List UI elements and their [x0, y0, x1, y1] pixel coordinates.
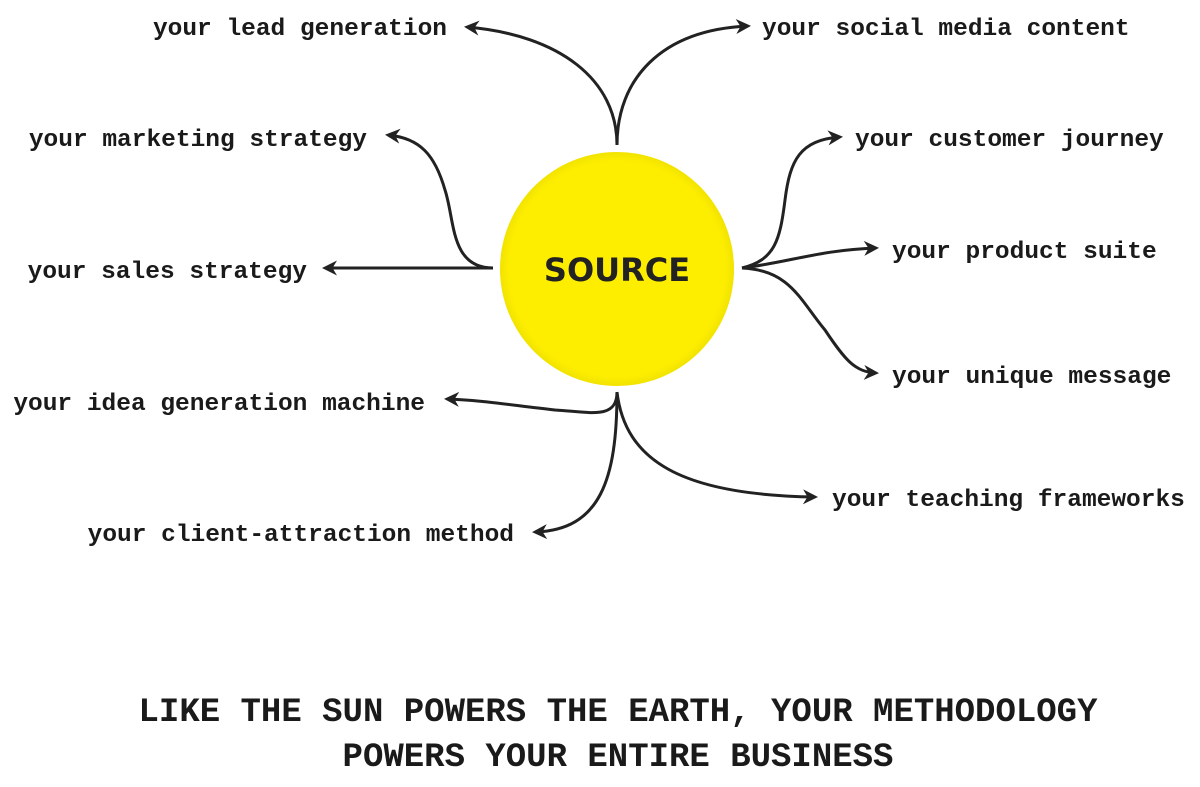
- label-teaching-frameworks: your teaching frameworks: [832, 487, 1185, 514]
- label-sales-strategy: your sales strategy: [28, 259, 308, 286]
- arrow-social-media: [615, 19, 751, 146]
- label-lead-generation: your lead generation: [153, 16, 447, 43]
- arrow-customer-journey: [741, 130, 843, 270]
- source-label: SOURCE: [544, 251, 690, 289]
- label-unique-message: your unique message: [892, 364, 1171, 391]
- arrow-idea-generation: [444, 391, 619, 415]
- caption-line-2: POWERS YOUR ENTIRE BUSINESS: [343, 739, 894, 777]
- label-client-attraction: your client-attraction method: [88, 522, 514, 549]
- label-social-media: your social media content: [762, 16, 1130, 43]
- arrow-marketing-strategy: [385, 128, 494, 270]
- arrow-product-suite: [741, 240, 879, 270]
- caption-line-1: LIKE THE SUN POWERS THE EARTH, YOUR METH…: [139, 694, 1099, 732]
- arrow-lead-generation: [464, 20, 619, 146]
- label-idea-generation: your idea generation machine: [13, 391, 425, 418]
- arrow-unique-message: [741, 266, 879, 380]
- label-product-suite: your product suite: [892, 239, 1157, 266]
- source-circle: [500, 152, 734, 386]
- label-customer-journey: your customer journey: [855, 127, 1164, 154]
- arrow-client-attraction: [532, 391, 619, 540]
- arrow-teaching-frameworks: [615, 391, 818, 505]
- label-marketing-strategy: your marketing strategy: [29, 127, 367, 154]
